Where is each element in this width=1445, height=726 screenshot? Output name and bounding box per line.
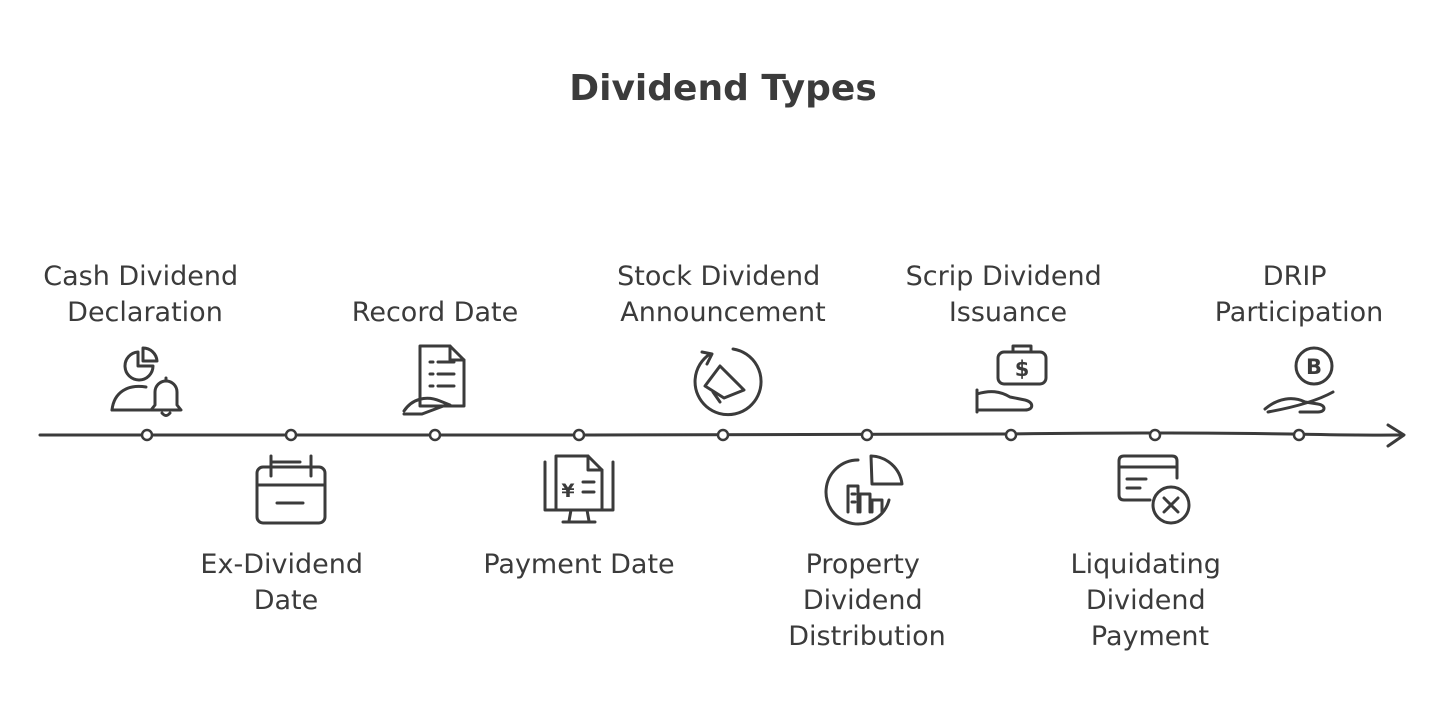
circular-arrow-megaphone-icon: [693, 347, 763, 417]
property-chart-icon: [824, 454, 904, 526]
calendar-icon: [255, 454, 327, 525]
timeline-marker: [428, 428, 442, 442]
money-bag-hand-icon: $: [975, 344, 1048, 414]
credit-card-cancel-icon: [1117, 454, 1191, 525]
document-hand-icon: [402, 344, 466, 416]
bitcoin-glyph: B: [1306, 355, 1322, 379]
timeline-marker: [1148, 428, 1162, 442]
timeline-markers: [140, 428, 1306, 442]
timeline-marker: [140, 428, 154, 442]
timeline-marker: [1004, 428, 1018, 442]
label-record-date: Record Date: [352, 297, 518, 328]
pie-chart-bell-icon: [110, 346, 183, 417]
yen-glyph: ¥: [561, 480, 574, 502]
label-liquidating-dividend-payment: Liquidating Dividend Payment: [1071, 549, 1230, 652]
label-stock-dividend-announcement: Stock Dividend Announcement: [617, 261, 829, 328]
timeline-icons: ¥ $: [110, 344, 1335, 526]
label-drip-participation: DRIP Participation: [1215, 261, 1384, 328]
timeline-marker: [572, 428, 586, 442]
dollar-glyph: $: [1015, 357, 1030, 381]
label-payment-date: Payment Date: [483, 549, 674, 580]
label-scrip-dividend-issuance: Scrip Dividend Issuance: [906, 261, 1111, 328]
timeline-marker: [716, 428, 730, 442]
timeline-marker: [860, 428, 874, 442]
timeline-marker: [284, 428, 298, 442]
bitcoin-hand-icon: B: [1263, 346, 1335, 414]
timeline-labels: Cash Dividend Declaration Ex-Dividend Da…: [43, 261, 1383, 652]
diagram-title: Dividend Types: [569, 68, 877, 109]
timeline-marker: [1292, 428, 1306, 442]
label-ex-dividend-date: Ex-Dividend Date: [200, 549, 371, 616]
label-cash-dividend-declaration: Cash Dividend Declaration: [43, 261, 247, 328]
yen-invoice-monitor-icon: ¥: [543, 454, 615, 524]
label-property-dividend-distribution: Property Dividend Distribution: [788, 549, 946, 652]
